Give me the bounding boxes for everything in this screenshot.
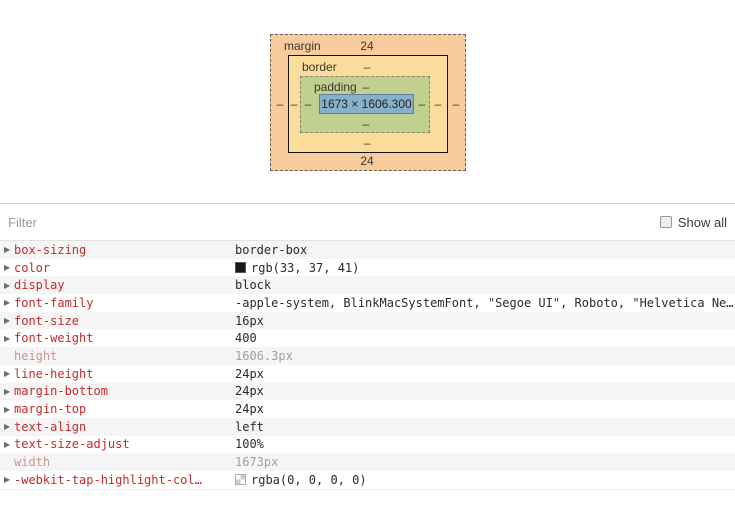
property-value-text: border-box [235, 242, 308, 257]
property-row[interactable]: ▶ -webkit-tap-highlight-col… rgba(0, 0, … [0, 471, 735, 489]
property-name[interactable]: display [14, 278, 65, 293]
property-name[interactable]: text-align [14, 419, 87, 434]
property-row[interactable]: ▶ line-height 24px [0, 365, 735, 383]
border-bottom-value[interactable]: – [363, 136, 371, 150]
property-value-text: block [235, 278, 272, 293]
expand-arrow-icon[interactable]: ▶ [4, 475, 11, 485]
expand-arrow-icon[interactable]: ▶ [4, 316, 11, 326]
padding-right-value[interactable]: – [418, 97, 426, 111]
expand-arrow-icon[interactable]: ▶ [4, 280, 11, 290]
border-left-value[interactable]: – [290, 97, 298, 111]
padding-top-value[interactable]: – [362, 80, 370, 94]
expand-arrow-icon[interactable]: ▶ [4, 439, 11, 449]
expand-arrow-icon[interactable]: ▶ [4, 422, 11, 432]
property-row[interactable]: ▶ margin-top 24px [0, 400, 735, 418]
margin-right-value[interactable]: – [452, 97, 460, 111]
property-value[interactable]: 1606.3px [235, 349, 735, 363]
property-row[interactable]: ▶ font-weight 400 [0, 329, 735, 347]
property-row[interactable]: ▶ text-align left [0, 417, 735, 436]
property-value[interactable]: 24px [235, 384, 735, 398]
padding-bottom-value[interactable]: – [362, 117, 370, 131]
property-row[interactable]: width 1673px [0, 453, 735, 471]
property-value[interactable]: -apple-system, BlinkMacSystemFont, "Sego… [235, 296, 735, 310]
margin-left-value[interactable]: – [276, 97, 284, 111]
border-top-value[interactable]: – [363, 60, 371, 74]
expand-arrow-icon[interactable]: ▶ [4, 333, 11, 343]
property-row[interactable]: ▶ color rgb(33, 37, 41) [0, 259, 735, 277]
property-value-text: left [235, 419, 264, 434]
expand-arrow-icon[interactable]: ▶ [4, 386, 11, 396]
expand-arrow-icon[interactable]: ▶ [4, 298, 11, 308]
margin-top-value[interactable]: 24 [360, 39, 374, 53]
property-value-text: 24px [235, 402, 264, 417]
property-row[interactable]: ▶ font-size 16px [0, 311, 735, 330]
property-name[interactable]: line-height [14, 366, 94, 381]
property-value[interactable]: 16px [235, 314, 735, 328]
property-value-text: 24px [235, 384, 264, 399]
property-name[interactable]: text-size-adjust [14, 437, 130, 452]
padding-label: padding [314, 80, 357, 94]
property-value-text: rgba(0, 0, 0, 0) [251, 472, 367, 487]
property-value-text: 100% [235, 437, 264, 452]
property-value-text: rgb(33, 37, 41) [251, 260, 360, 275]
property-name[interactable]: margin-bottom [14, 384, 108, 399]
property-name[interactable]: font-family [14, 295, 94, 310]
expand-arrow-icon[interactable]: ▶ [4, 369, 11, 379]
property-row[interactable]: ▶ display block [0, 276, 735, 295]
show-all-checkbox[interactable] [659, 216, 672, 228]
expand-arrow-icon[interactable]: ▶ [4, 404, 11, 414]
show-all-label: Show all [677, 214, 727, 230]
property-row[interactable]: ▶ font-family -apple-system, BlinkMacSys… [0, 294, 735, 312]
property-name[interactable]: width [14, 455, 51, 470]
content-dimensions: 1673 × 1606.300 [321, 97, 412, 111]
property-name[interactable]: box-sizing [14, 242, 87, 257]
property-name[interactable]: font-weight [14, 331, 94, 346]
content-box[interactable]: 1673 × 1606.300 [319, 94, 414, 114]
property-name[interactable]: -webkit-tap-highlight-col… [14, 472, 202, 487]
expand-arrow-icon[interactable]: ▶ [4, 263, 11, 273]
property-name[interactable]: margin-top [14, 402, 87, 417]
filter-input[interactable] [8, 214, 328, 230]
color-swatch-icon[interactable] [235, 474, 246, 486]
property-value-text: 16px [235, 313, 264, 328]
property-value[interactable]: block [235, 278, 735, 292]
margin-bottom-value[interactable]: 24 [360, 154, 374, 168]
border-label: border [302, 60, 337, 74]
property-value[interactable]: 1673px [235, 455, 735, 469]
property-value-text: 400 [235, 331, 257, 346]
property-value[interactable]: border-box [235, 243, 735, 257]
border-right-value[interactable]: – [434, 97, 442, 111]
property-name[interactable]: font-size [14, 313, 80, 328]
margin-label: margin [284, 39, 321, 53]
property-row[interactable]: ▶ box-sizing border-box [0, 241, 735, 259]
property-row[interactable]: ▶ margin-bottom 24px [0, 382, 735, 401]
show-all-control: Show all [659, 214, 727, 230]
property-value[interactable]: rgba(0, 0, 0, 0) [235, 473, 735, 487]
property-row[interactable]: height 1606.3px [0, 347, 735, 365]
filter-toolbar: Show all [0, 203, 735, 241]
property-value-text: 1606.3px [235, 348, 293, 363]
property-value[interactable]: 24px [235, 367, 735, 381]
property-name[interactable]: height [14, 348, 58, 363]
property-value-text: -apple-system, BlinkMacSystemFont, "Sego… [235, 295, 734, 310]
property-value[interactable]: 24px [235, 402, 735, 416]
property-row[interactable]: ▶ text-size-adjust 100% [0, 436, 735, 454]
property-value-text: 1673px [235, 455, 279, 470]
padding-left-value[interactable]: – [304, 97, 312, 111]
property-value[interactable]: left [235, 420, 735, 434]
property-value[interactable]: 100% [235, 437, 735, 451]
expand-arrow-icon[interactable]: ▶ [4, 245, 11, 255]
computed-properties-list: ▶ box-sizing border-box ▶ color rgb(33, … [0, 241, 735, 490]
property-value[interactable]: 400 [235, 331, 735, 345]
property-value[interactable]: rgb(33, 37, 41) [235, 261, 735, 275]
property-value-text: 24px [235, 366, 264, 381]
property-name[interactable]: color [14, 260, 51, 275]
color-swatch-icon[interactable] [235, 262, 246, 274]
